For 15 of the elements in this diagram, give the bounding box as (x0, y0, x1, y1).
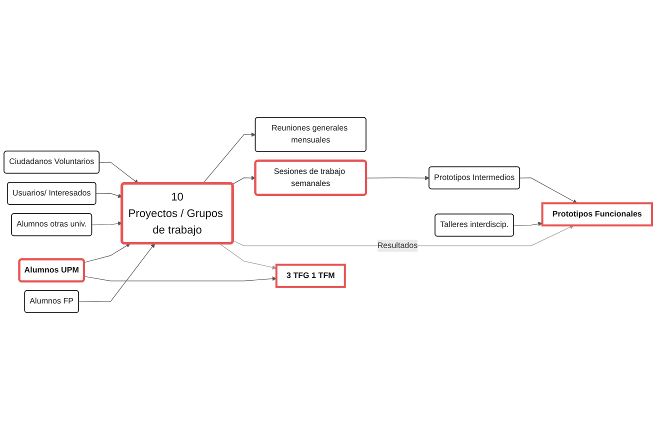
arrow (514, 222, 543, 226)
arrow (96, 193, 122, 198)
arrow (232, 176, 256, 185)
arrow (202, 132, 256, 184)
arrow (366, 176, 430, 180)
node-box: Prototipos Funcionales (541, 202, 653, 226)
arrow (78, 243, 156, 302)
arrow (520, 178, 578, 204)
node-box: 3 TFG 1 TFM (275, 264, 346, 288)
arrow (99, 162, 139, 184)
edge-label: Resultados (377, 241, 418, 250)
arrow (92, 221, 122, 226)
arrow (84, 243, 130, 263)
arrow (84, 276, 277, 282)
arrow (218, 243, 277, 270)
